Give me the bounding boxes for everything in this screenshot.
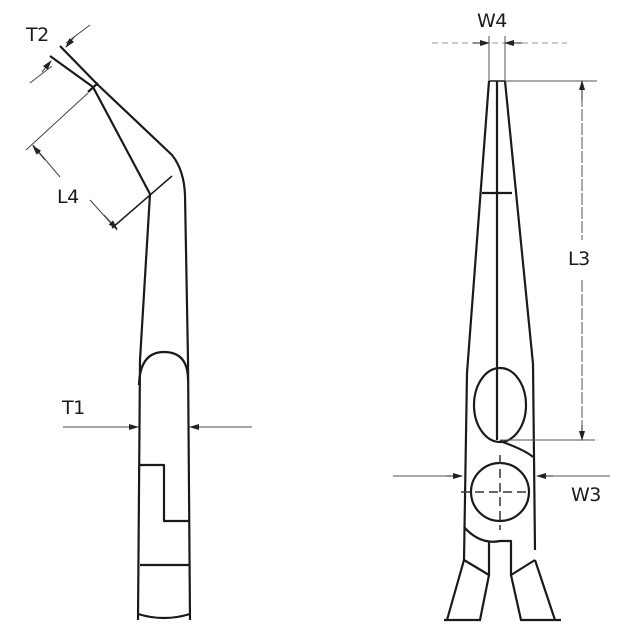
label-t1: T1 <box>62 397 85 419</box>
pivot-centerlines <box>461 455 531 530</box>
side-view <box>49 45 192 621</box>
label-t2: T2 <box>26 24 49 46</box>
label-l4: L4 <box>57 186 79 208</box>
front-view <box>444 80 561 622</box>
label-l3: L3 <box>568 248 590 270</box>
label-w4: W4 <box>477 10 507 32</box>
label-w3: W3 <box>571 484 601 506</box>
front-dimensions <box>393 36 610 479</box>
side-dimensions <box>25 24 252 430</box>
